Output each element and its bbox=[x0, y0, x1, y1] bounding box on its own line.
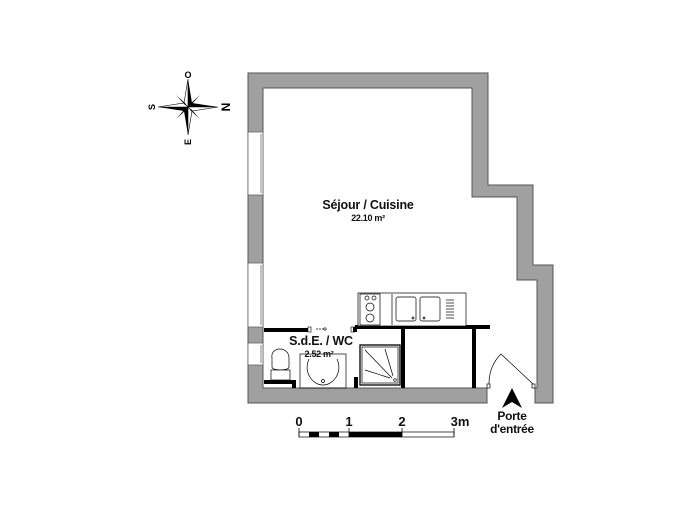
scale-tick-2: 2 bbox=[398, 414, 406, 429]
compass-east-label: E bbox=[183, 138, 193, 146]
scale-tick-3: 3m bbox=[450, 414, 470, 429]
scale-bar bbox=[298, 428, 455, 438]
entrance-label-line2: d'entrée bbox=[490, 422, 534, 436]
bathroom-partition-wc bbox=[264, 380, 295, 384]
window-bathroom bbox=[247, 342, 264, 366]
room-label-bathroom: S.d.E. / WC bbox=[289, 334, 353, 348]
bathroom-partition-top-left bbox=[264, 328, 310, 332]
room-label-living: Séjour / Cuisine bbox=[322, 198, 414, 212]
compass-north-label: N bbox=[219, 102, 233, 112]
shower-icon bbox=[359, 344, 401, 386]
entrance-label-line1: Porte bbox=[497, 409, 527, 423]
kitchen-counter bbox=[357, 292, 467, 327]
kitchen-wall-right bbox=[472, 326, 476, 388]
scale-tick-1: 1 bbox=[345, 414, 353, 429]
window-middle bbox=[247, 262, 264, 328]
window-upper bbox=[247, 131, 264, 196]
room-area-bathroom: 2.52 m² bbox=[304, 349, 334, 359]
scale-tick-0: 0 bbox=[295, 414, 303, 429]
compass-rose-icon bbox=[157, 78, 219, 136]
entrance-arrow-icon bbox=[502, 388, 522, 408]
entrance-door bbox=[486, 353, 536, 389]
entrance-label: Porte d'entrée bbox=[490, 410, 534, 436]
exterior-walls bbox=[247, 72, 554, 404]
toilet-icon bbox=[270, 348, 291, 381]
sink-icon bbox=[299, 353, 347, 389]
compass-west-label: O bbox=[184, 70, 192, 80]
kitchen-wall-left bbox=[401, 326, 405, 388]
room-area-living: 22.10 m² bbox=[351, 213, 385, 223]
compass-south-label: S bbox=[147, 103, 157, 111]
bathroom-partition-top-right bbox=[355, 325, 490, 329]
